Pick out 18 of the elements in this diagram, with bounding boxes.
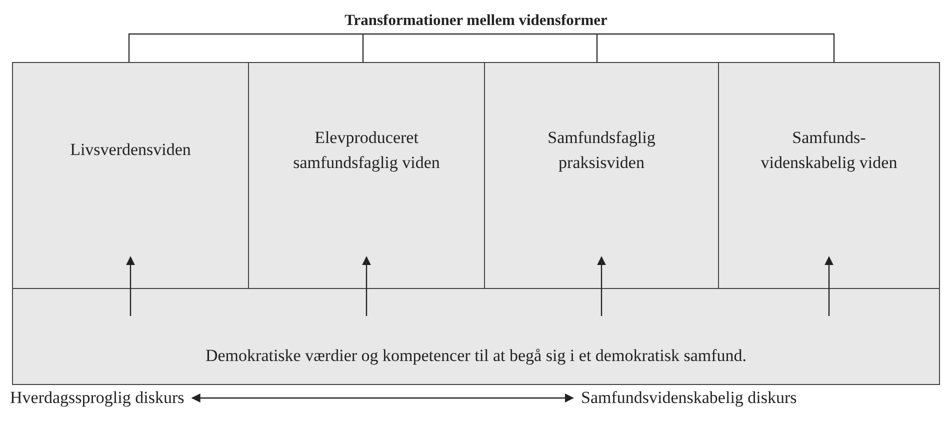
box-text: Demokratiske værdier og kompetencer til at begå sig i et demokratisk samfund. bbox=[205, 345, 747, 368]
text-box bbox=[248, 62, 485, 289]
box-text: Livsverdensviden bbox=[70, 139, 191, 162]
text-box bbox=[484, 62, 719, 289]
text-box bbox=[718, 62, 940, 289]
box-text: Samfunds- videnskabelig viden bbox=[760, 126, 898, 174]
arrow bbox=[597, 256, 606, 316]
text-label: Hverdagssproglig diskurs bbox=[10, 385, 192, 411]
arrow bbox=[362, 256, 371, 316]
arrow bbox=[126, 256, 135, 316]
box-text: Samfundsfaglig praksisviden bbox=[546, 126, 656, 174]
arrow bbox=[824, 256, 834, 316]
text-label: Samfundsvidenskabelig diskurs bbox=[573, 385, 797, 411]
text-box bbox=[12, 62, 249, 289]
box-text: Elevproduceret samfundsfaglig viden bbox=[292, 126, 441, 174]
arrow bbox=[191, 394, 574, 402]
text-box bbox=[12, 288, 940, 385]
diagram-title: Transformationer mellem vidensformer bbox=[344, 12, 608, 30]
